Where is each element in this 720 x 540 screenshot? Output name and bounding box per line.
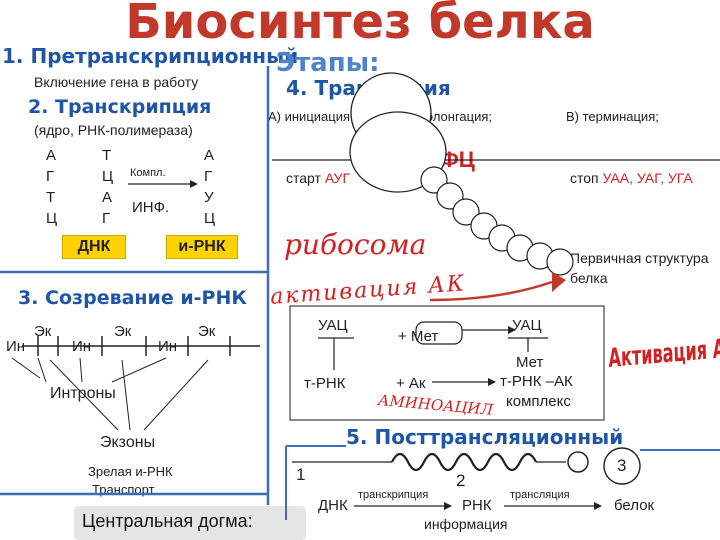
start-codon-value: АУГ bbox=[324, 170, 351, 186]
stop-codons-value: УАА, УАГ, УГА bbox=[602, 170, 693, 186]
start-codon: старт АУГ bbox=[286, 170, 350, 186]
page-title: Биосинтез белка bbox=[125, 0, 595, 50]
dna-label: ДНК bbox=[62, 235, 126, 259]
stage2-subtitle: (ядро, РНК-полимераза) bbox=[34, 122, 193, 138]
base: Ц bbox=[204, 210, 216, 227]
start-prefix: старт bbox=[286, 170, 321, 186]
dogma-protein: белок bbox=[614, 497, 655, 514]
arrowhead bbox=[444, 502, 452, 510]
base: Т bbox=[46, 189, 56, 206]
stage3-title: 3. Созревание и-РНК bbox=[18, 287, 247, 309]
stage2-title: 2. Транскрипция bbox=[28, 96, 212, 118]
exon-label: Эк bbox=[34, 323, 52, 340]
activation-arrow bbox=[429, 280, 553, 302]
stage5-circle-3 bbox=[603, 447, 641, 485]
tertiary-globule bbox=[567, 451, 589, 473]
complex-label: комплекс bbox=[506, 393, 571, 410]
mature-rna-label: Зрелая и-РНК bbox=[88, 464, 173, 479]
inf-label: ИНФ. bbox=[132, 199, 170, 216]
trna-anticodon-1: УАЦ bbox=[318, 317, 348, 334]
base: Г bbox=[102, 210, 111, 227]
rna-strand: А Г У Ц bbox=[204, 145, 215, 229]
base: Г bbox=[204, 168, 213, 185]
base: У bbox=[204, 189, 214, 206]
stage5-num-2: 2 bbox=[456, 471, 466, 490]
stage1-subtitle: Включение гена в работу bbox=[34, 74, 199, 90]
ribosome bbox=[349, 72, 447, 193]
base: А bbox=[204, 147, 215, 164]
arrowhead bbox=[508, 326, 516, 334]
central-dogma-box bbox=[74, 506, 306, 540]
arrowhead bbox=[594, 502, 602, 510]
base: Ц bbox=[46, 210, 58, 227]
dogma-rna: РНК bbox=[462, 497, 492, 514]
ribosome-label: рибосома bbox=[284, 228, 427, 261]
secondary-structure-coil bbox=[391, 452, 537, 472]
stage5-num-1: 1 bbox=[296, 465, 306, 484]
stop-prefix: стоп bbox=[570, 170, 599, 186]
trna-ak-label: т-РНК –АК bbox=[500, 373, 573, 390]
dna-strand-2: Т Ц А Г bbox=[102, 145, 113, 229]
dogma-information: информация bbox=[424, 516, 508, 532]
base: Ц bbox=[102, 168, 114, 185]
trna-anticodon-2: УАЦ bbox=[512, 317, 542, 334]
trna-label: т-РНК bbox=[304, 375, 346, 392]
rna-label: и-РНК bbox=[166, 235, 238, 259]
exon-label: Эк bbox=[198, 323, 216, 340]
compl-arrowhead bbox=[190, 180, 198, 188]
phase-initiation: А) инициация; bbox=[268, 109, 354, 124]
plus-met: + Мет bbox=[398, 328, 439, 345]
dogma-transcription: транскрипция bbox=[358, 489, 429, 501]
polypeptide-chain bbox=[420, 166, 574, 276]
primary-structure-label: Первичная структура белка bbox=[570, 250, 709, 286]
central-dogma-label: Центральная догма: bbox=[82, 511, 253, 531]
plus-ak: + Ак bbox=[396, 375, 426, 392]
activation-box bbox=[289, 305, 605, 421]
compl-label: Компл. bbox=[130, 167, 166, 179]
stages-label: Этапы: bbox=[276, 48, 380, 78]
intron-arrows bbox=[11, 357, 167, 383]
dna-strand-1: А Г Т Ц bbox=[46, 145, 57, 229]
arrowhead bbox=[488, 378, 496, 386]
met-label: Мет bbox=[516, 354, 544, 371]
stage5-num-3: 3 bbox=[617, 456, 627, 475]
stop-codons: стоп УАА, УАГ, УГА bbox=[570, 170, 693, 186]
segment-ticks bbox=[37, 336, 231, 356]
activation-arrowhead bbox=[552, 272, 566, 292]
base: Т bbox=[102, 147, 112, 164]
dogma-translation: трансляция bbox=[510, 489, 570, 501]
dogma-dna: ДНК bbox=[318, 497, 348, 514]
stage5-title: 5. Посттрансляционный bbox=[346, 425, 624, 449]
intron-label: Ин bbox=[6, 338, 26, 355]
exon-arrows bbox=[49, 359, 209, 431]
stage1-title: 1. Претранскрипционный bbox=[2, 44, 299, 68]
exons-label: Экзоны bbox=[100, 434, 156, 451]
base: А bbox=[102, 189, 113, 206]
met-box bbox=[415, 321, 463, 345]
phase-termination: В) терминация; bbox=[566, 109, 659, 124]
base: Г bbox=[46, 168, 55, 185]
exon-label: Эк bbox=[114, 323, 132, 340]
base: А bbox=[46, 147, 57, 164]
